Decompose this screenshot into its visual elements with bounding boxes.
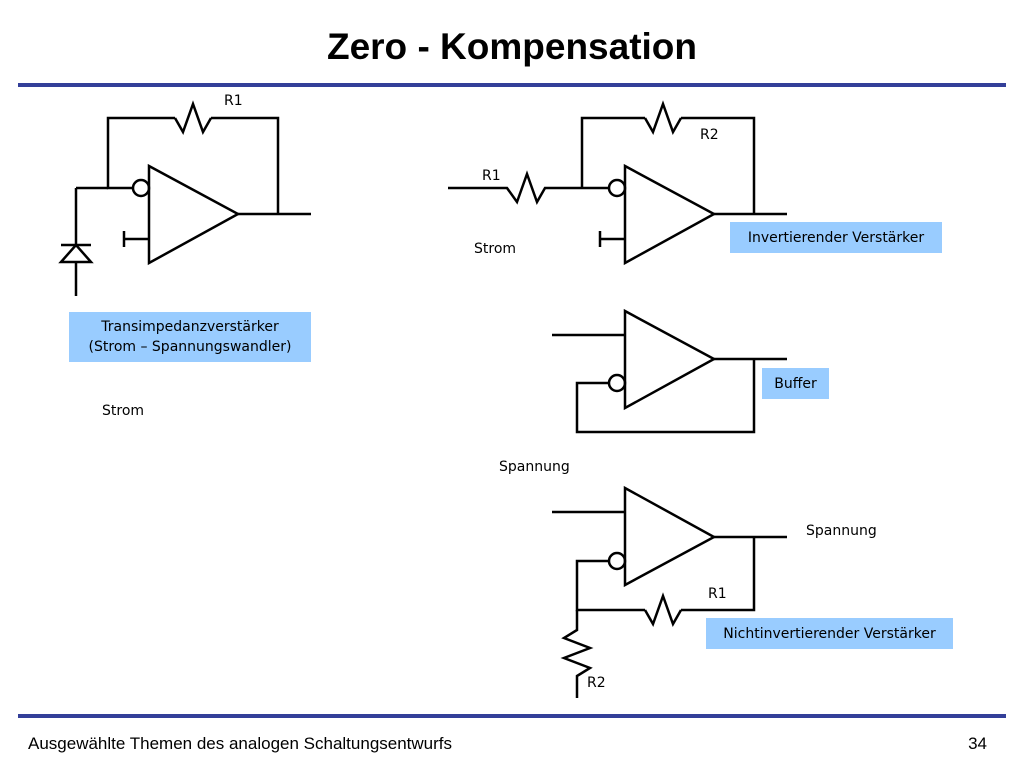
- transimpedance-input-label: Strom: [102, 403, 145, 419]
- opamp-2: [623, 163, 717, 266]
- feedback-wire-1: [106, 116, 175, 190]
- buffer-caption: Buffer: [762, 368, 829, 399]
- inverting-input-bubble-2: [607, 178, 627, 198]
- noninverting-caption-text: Nichtinvertierender Verstärker: [723, 625, 936, 642]
- transimpedance-caption-line1: Transimpedanzverstärker: [101, 319, 279, 335]
- inverting-input-label: Strom: [474, 241, 517, 257]
- inverting-caption-text: Invertierender Verstärker: [747, 229, 925, 246]
- title-divider: [18, 83, 1006, 87]
- resistor-r2-4: [560, 610, 594, 698]
- inverting-input-bubble-3: [607, 373, 627, 393]
- footer-divider: [18, 714, 1006, 718]
- input-wire-2: [448, 170, 609, 205]
- resistor-r2-2: [643, 100, 683, 135]
- opamp-3: [623, 308, 717, 411]
- inverting-r2-label: R2: [700, 127, 719, 143]
- inverting-r1-label: R1: [482, 168, 501, 184]
- resistor-r1-1: [173, 100, 213, 135]
- resistor-r1-4: [643, 592, 683, 627]
- feedback-wire-2: [580, 116, 645, 188]
- transimpedance-circuit: [58, 100, 311, 296]
- buffer-input-label: Spannung: [499, 459, 570, 475]
- page-number: 34: [968, 734, 987, 753]
- inverting-input-bubble-1: [131, 178, 151, 198]
- noninverting-circuit: [552, 485, 787, 698]
- feedback-loop-3: [575, 359, 756, 434]
- photodiode-1: [58, 243, 94, 264]
- transimpedance-caption-line2: (Strom – Spannungswandler): [88, 339, 292, 355]
- footer-text: Ausgewählte Themen des analogen Schaltun…: [28, 734, 453, 753]
- feedback-return-4: [681, 537, 756, 612]
- transimpedance-caption: Transimpedanzverstärker (Strom – Spannun…: [69, 312, 311, 362]
- slide-title: Zero - Kompensation: [326, 26, 698, 67]
- inverting-circuit: [448, 100, 787, 266]
- noninverting-caption: Nichtinvertierender Verstärker: [706, 618, 953, 649]
- noninverting-r2-label: R2: [587, 675, 606, 691]
- inverting-caption: Invertierender Verstärker: [730, 222, 942, 253]
- feedback-return-2: [681, 116, 756, 214]
- transimpedance-r1-label: R1: [224, 93, 243, 109]
- buffer-circuit: [552, 308, 787, 434]
- noninverting-output-label: Spannung: [806, 523, 877, 539]
- inverting-node-4: [575, 559, 645, 612]
- inverting-input-bubble-4: [607, 551, 627, 571]
- feedback-return-1: [211, 116, 280, 214]
- opamp-1: [147, 163, 241, 266]
- buffer-caption-text: Buffer: [774, 375, 817, 392]
- noninverting-r1-label: R1: [708, 586, 727, 602]
- opamp-4: [623, 485, 717, 588]
